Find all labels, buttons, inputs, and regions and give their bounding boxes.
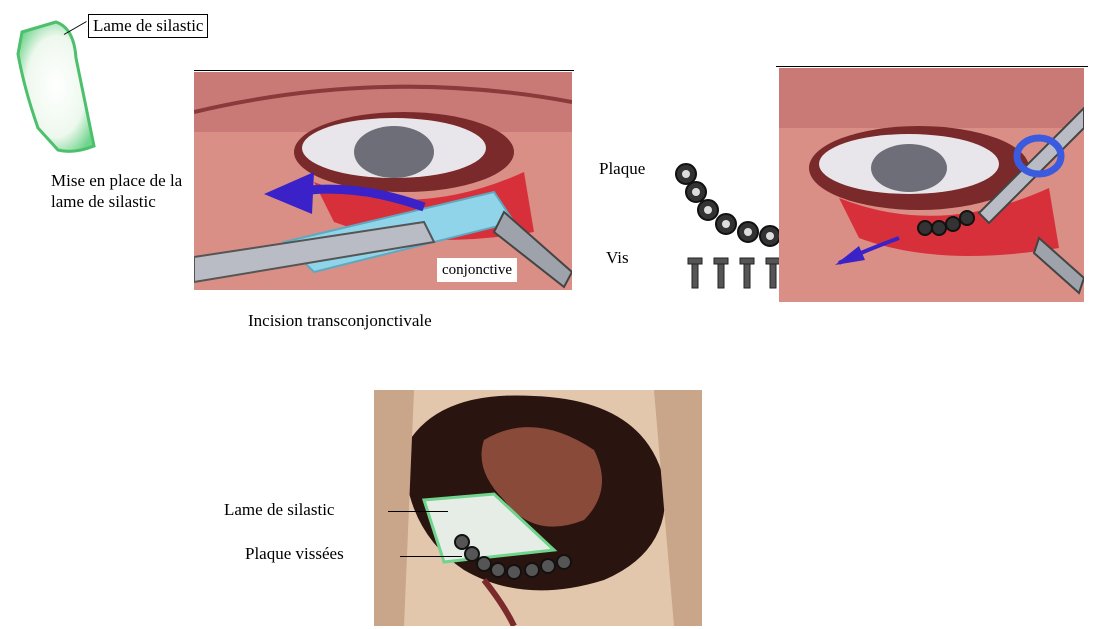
orbit-skull-illustration bbox=[374, 390, 702, 626]
bottom-silastic-label: Lame de silastic bbox=[224, 500, 334, 520]
incision-caption: Incision transconjonctivale bbox=[248, 311, 432, 331]
bottom-silastic-leader-line bbox=[388, 511, 448, 512]
placement-label-line1: Mise en place de la bbox=[51, 171, 182, 191]
conjunctiva-label: conjonctive bbox=[437, 258, 517, 282]
plate-label: Plaque bbox=[599, 159, 645, 179]
silastic-sheet-image bbox=[14, 18, 104, 158]
plate-fixation-illustration bbox=[779, 68, 1084, 302]
panel-top-line bbox=[194, 70, 574, 71]
placement-label-line2: lame de silastic bbox=[51, 192, 156, 212]
panel-right-top-line bbox=[776, 66, 1088, 67]
silastic-sheet-label: Lame de silastic bbox=[88, 14, 208, 38]
bottom-plates-leader-line bbox=[400, 556, 462, 557]
bottom-plates-label: Plaque vissées bbox=[245, 544, 344, 564]
screws-label: Vis bbox=[606, 248, 629, 268]
